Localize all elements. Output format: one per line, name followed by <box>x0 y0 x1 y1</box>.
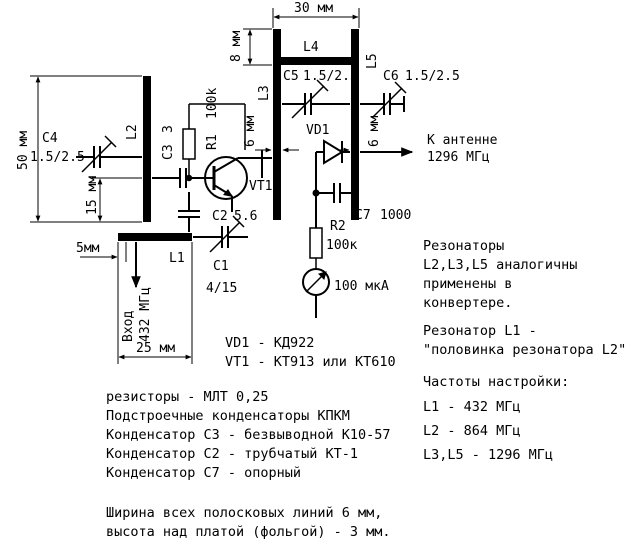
strip-l5 <box>351 29 359 220</box>
resistor-r2 <box>309 227 323 259</box>
emitter-arrow <box>223 189 233 197</box>
footnote-line1: Ширина всех полосковых линий 6 мм, <box>106 505 383 521</box>
parts-legend: VD1 - КД922 VT1 - КТ913 или КТ610 <box>225 334 396 372</box>
resonator-l1-line1: Резонатор L1 - <box>423 323 537 339</box>
legend-vd1: VD1 - КД922 <box>225 335 315 351</box>
dim-50-label: 50 мм <box>16 131 31 170</box>
dim-5-label: 5мм <box>76 241 100 256</box>
resonators-note: Резонаторы L2,L3,L5 аналогичны применены… <box>423 237 577 313</box>
dim-15-label: 15 мм <box>85 176 100 215</box>
note-c3: Конденсатор С3 - безвыводной К10-57 <box>106 427 391 443</box>
label-l1: L1 <box>169 251 185 266</box>
label-l5: L5 <box>365 53 380 69</box>
dim-6b-label: 6 мм <box>367 116 382 147</box>
label-c1: C1 <box>213 259 229 274</box>
antenna-label: К антенне <box>427 133 498 148</box>
label-c4: C4 <box>42 131 58 146</box>
capacitor-c4 <box>76 135 142 173</box>
resonator-l1-line2: "половинка резонатора L2". <box>423 342 629 358</box>
value-c2: 5.6 <box>234 209 257 224</box>
dimension-50mm <box>30 75 142 223</box>
resonators-line3: применены в <box>423 276 513 292</box>
legend-vt1: VT1 - КТ913 или КТ610 <box>225 354 396 370</box>
capacitor-c5 <box>282 79 350 119</box>
component-notes: резисторы - МЛТ 0,25 Подстроечные конден… <box>106 388 390 483</box>
note-c2: Конденсатор С2 - трубчатый КТ-1 <box>106 446 358 462</box>
strip-l3 <box>273 29 281 220</box>
resonators-line1: Резонаторы <box>423 238 505 254</box>
note-c7: Конденсатор С7 - опорный <box>106 465 302 481</box>
value-c4: 1.5/2.5 <box>30 150 85 165</box>
resonators-line2: L2,L3,L5 аналогичны <box>423 257 578 273</box>
dimension-30mm <box>272 8 360 28</box>
label-vt1: VT1 <box>249 179 272 194</box>
meter-100ua <box>302 268 330 318</box>
value-c5: 1.5/2.5 <box>303 69 358 84</box>
label-meter: 100 мкА <box>334 279 389 294</box>
label-c6: C6 <box>383 69 399 84</box>
value-c7: 1000 <box>380 208 411 223</box>
footnote: Ширина всех полосковых линий 6 мм, высот… <box>106 504 390 542</box>
label-vd1: VD1 <box>306 123 329 138</box>
label-c5: C5 <box>283 69 299 84</box>
dim-8-label: 8 мм <box>229 31 244 62</box>
dimension-25mm <box>117 242 193 364</box>
strip-l2 <box>143 76 151 222</box>
tuning-row-l35: L3,L5 - 1296 МГц <box>423 447 554 463</box>
label-c3: C3 <box>161 144 176 160</box>
label-l4: L4 <box>303 40 319 55</box>
strip-l1 <box>118 233 192 241</box>
resistor-r1 <box>182 103 246 182</box>
dimension-15mm <box>92 177 142 222</box>
note-resistors: резисторы - МЛТ 0,25 <box>106 389 269 405</box>
tuning-title: Частоты настройки: <box>423 374 570 390</box>
capacitor-c7 <box>312 183 353 203</box>
dim-6a-label: 6 мм <box>243 116 258 147</box>
label-l2: L2 <box>125 124 140 140</box>
value-c6: 1.5/2.5 <box>405 69 460 84</box>
tuning-row-l2: L2 - 864 МГц <box>423 423 521 439</box>
footnote-line2: высота над платой (фольгой) - 3 мм. <box>106 524 391 540</box>
label-c7: C7 <box>355 208 371 223</box>
value-c3: 3 <box>161 125 176 133</box>
input-freq: 432 МГц <box>138 287 153 342</box>
tuning-row-l1: L1 - 432 МГц <box>423 399 521 415</box>
label-l3: L3 <box>257 85 272 101</box>
tuning-frequencies: Частоты настройки: L1 - 432 МГц L2 - 864… <box>423 373 569 465</box>
value-r2: 100к <box>326 238 357 253</box>
strip-l4 <box>273 57 359 65</box>
capacitor-c1 <box>193 215 248 253</box>
dim-30-label: 30 мм <box>294 1 333 16</box>
value-c1: 4/15 <box>206 281 237 296</box>
antenna-freq: 1296 МГц <box>427 150 490 165</box>
resonators-line4: конвертере. <box>423 295 513 311</box>
label-r1: R1 <box>205 134 220 150</box>
resonator-l1-note: Резонатор L1 - "половинка резонатора L2"… <box>423 322 629 360</box>
capacitor-c3 <box>152 168 201 188</box>
input-label: Вход <box>121 311 136 342</box>
dim-25-label: 25 мм <box>136 341 175 356</box>
label-r2: R2 <box>330 219 346 234</box>
dimension-8mm <box>243 28 272 66</box>
capacitor-c6 <box>360 81 407 119</box>
value-r1: 100k <box>205 88 220 119</box>
label-c2: C2 <box>212 209 228 224</box>
note-trimmers: Подстроечные конденсаторы КПКМ <box>106 408 350 424</box>
capacitor-c2 <box>178 192 200 232</box>
